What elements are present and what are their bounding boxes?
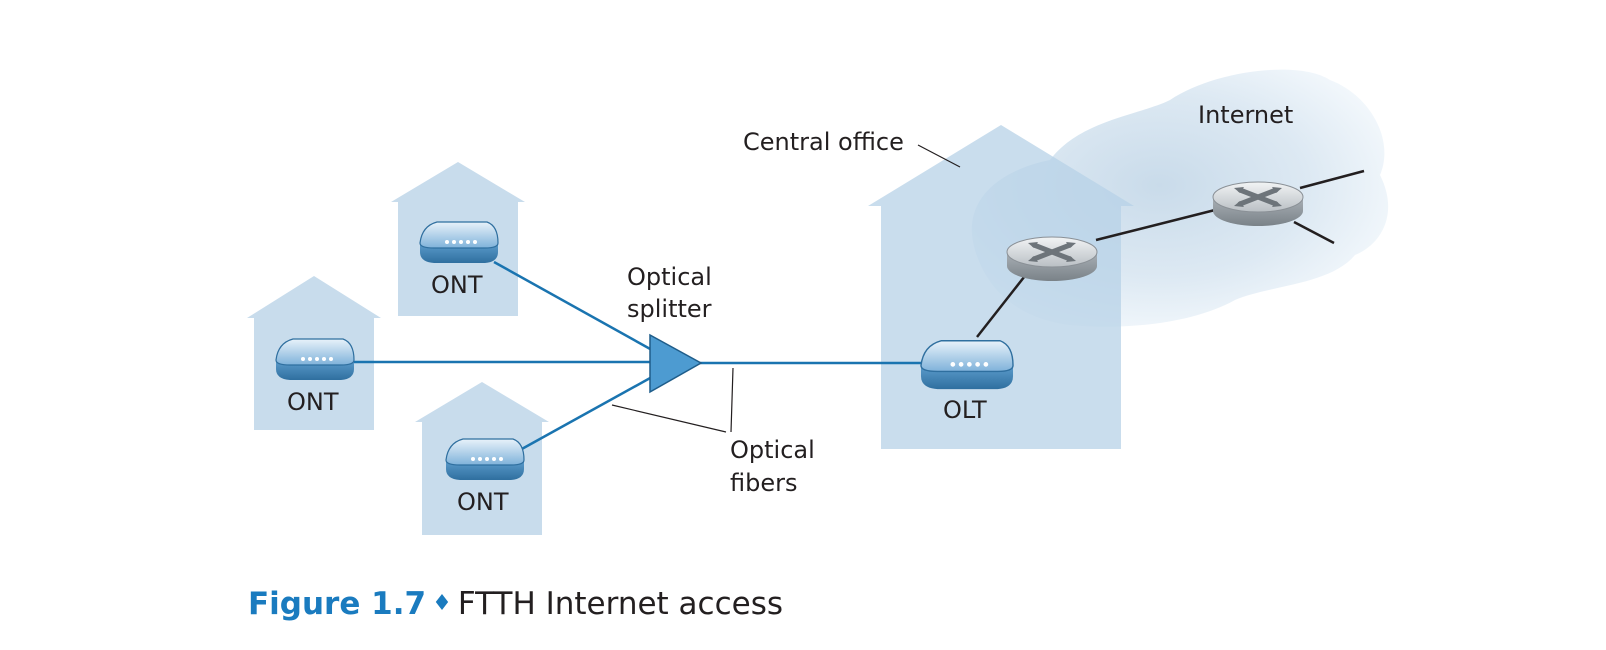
link-router-out-1 (1299, 169, 1365, 190)
fiber-top (493, 260, 653, 352)
router-icon-2 (1212, 181, 1304, 226)
ont-label-left: ONT (287, 388, 339, 416)
fiber-bottom (519, 375, 653, 452)
olt-icon (920, 340, 1014, 390)
optical-fibers (352, 260, 924, 452)
caption-separator: ♦ (432, 591, 452, 616)
ont-icon-left (275, 338, 355, 380)
optical-splitter-icon (649, 333, 703, 394)
optical-splitter-label-line2: splitter (627, 295, 712, 323)
ont-icon-bottom (445, 438, 525, 480)
ont-label-bottom: ONT (457, 488, 509, 516)
fibers-callout-2 (730, 367, 734, 433)
link-olt-router (976, 271, 1029, 338)
optical-splitter-label-line1: Optical (627, 263, 712, 291)
figure-title: FTTH Internet access (457, 586, 784, 622)
central-office-callout (917, 144, 961, 168)
optical-fibers-label-line2: fibers (730, 469, 798, 497)
callout-lines (611, 144, 961, 433)
figure-number: Figure 1.7 (248, 586, 427, 622)
optical-fibers-label-line1: Optical (730, 436, 815, 464)
figure-caption: Figure 1.7♦FTTH Internet access (248, 586, 783, 622)
olt-label: OLT (943, 396, 987, 424)
internet-links (976, 169, 1365, 338)
central-office-label: Central office (743, 128, 904, 156)
fibers-callout-1 (611, 404, 727, 433)
ont-icon-top (419, 221, 499, 263)
internet-label: Internet (1198, 101, 1293, 129)
link-router-router (1095, 208, 1216, 242)
link-router-out-2 (1293, 220, 1335, 245)
router-icon-1 (1006, 236, 1098, 281)
ont-label-top: ONT (431, 271, 483, 299)
